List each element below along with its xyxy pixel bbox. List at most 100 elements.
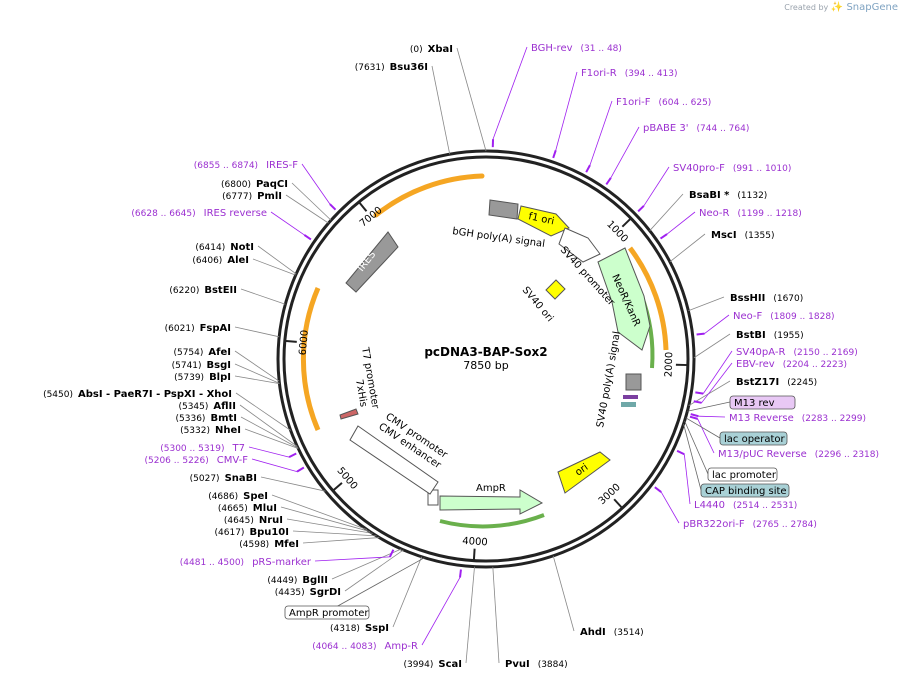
site-position: (2245) xyxy=(787,378,817,388)
site-connector xyxy=(260,476,326,492)
site-label: BssHII(1670) xyxy=(730,293,803,304)
feature-ampr xyxy=(439,489,544,515)
primer-name: Neo-F xyxy=(733,311,763,322)
site-position: (3514) xyxy=(614,628,644,638)
primer-connector xyxy=(698,415,726,418)
primer-label: (5300 .. 5319)T7 xyxy=(160,443,245,454)
site-label: (4449)BglII xyxy=(267,575,328,586)
feature-7xhis xyxy=(339,408,359,420)
primer-range: (6628 .. 6645) xyxy=(131,209,195,219)
primer-name: Neo-R xyxy=(699,208,730,219)
site-name: AbsI - PaeR7I - PspXI - XhoI xyxy=(78,389,232,400)
site-connector xyxy=(693,333,731,359)
feature-sv40-polya xyxy=(625,373,642,391)
site-position: (4645) xyxy=(224,516,254,526)
primer-name: F1ori-F xyxy=(616,97,651,108)
site-name: MscI xyxy=(711,230,737,241)
feature-sv40-promoter xyxy=(558,227,601,263)
site-label: (4645)NruI xyxy=(224,515,283,526)
boxed-feature-box xyxy=(700,483,790,498)
boxed-feature-box xyxy=(719,431,788,446)
primer-label: pBABE 3'(744 .. 764) xyxy=(643,123,749,134)
primer-connector xyxy=(660,491,680,524)
primer-label: SV40pro-F(991 .. 1010) xyxy=(673,163,791,174)
primer-mark xyxy=(585,164,591,173)
site-connector xyxy=(292,530,377,537)
site-connector xyxy=(234,363,280,384)
primer-label: (5206 .. 5226)CMV-F xyxy=(144,455,248,466)
primer-connector xyxy=(666,211,696,235)
primer-connector xyxy=(421,577,461,646)
site-position: (5450) xyxy=(43,390,73,400)
site-name: BlpI xyxy=(209,372,231,383)
primer-range: (4064 .. 4083) xyxy=(312,642,376,652)
boxed-feature-box xyxy=(729,395,796,410)
site-connector xyxy=(291,182,332,221)
tick-label: 4000 xyxy=(462,536,488,549)
site-connector xyxy=(344,549,404,592)
feature-label-7xhis: 7xHis xyxy=(353,379,369,408)
site-layer: (0)XbaI(7631)Bsu36I(6800)PaqCI(6777)PmlI… xyxy=(43,44,817,670)
primer-mark xyxy=(690,413,699,418)
site-position: (5027) xyxy=(190,474,220,484)
primer-label: F1ori-F(604 .. 625) xyxy=(616,97,711,108)
site-connector xyxy=(552,555,575,632)
site-name: ScaI xyxy=(438,659,462,670)
site-label: (5739)BlpI xyxy=(174,372,231,383)
site-connector xyxy=(465,566,475,664)
feature-bgh-polya xyxy=(488,199,519,220)
site-name: BstEII xyxy=(204,285,237,296)
feature-small-1 xyxy=(623,395,638,399)
tick-mark xyxy=(621,217,632,228)
boxed-feature-connector xyxy=(684,420,709,475)
primer-name: pBABE 3' xyxy=(643,123,689,134)
site-label: (5332)NheI xyxy=(180,425,241,436)
primer-mark xyxy=(605,177,612,186)
site-name: SgrDI xyxy=(310,587,341,598)
site-label: (5450) AbsI - PaeR7I - PspXI - XhoI xyxy=(43,389,232,400)
primer-connector xyxy=(251,458,298,473)
tick-mark xyxy=(472,548,476,561)
primer-name: pBR322ori-F xyxy=(683,519,745,530)
primer-connector xyxy=(301,163,331,205)
site-position: (0) xyxy=(410,45,423,55)
primer-label: (4064 .. 4083)Amp-R xyxy=(312,641,418,652)
site-position: (5345) xyxy=(178,402,208,412)
primer-range: (31 .. 48) xyxy=(581,44,622,54)
site-label: (5345)AflII xyxy=(178,401,236,412)
site-position: (3884) xyxy=(538,660,568,670)
site-name: Bsu36I xyxy=(390,62,428,73)
tick-mark xyxy=(358,201,368,212)
site-label: (4435)SgrDI xyxy=(275,587,341,598)
site-position: (4686) xyxy=(208,492,238,502)
feature-label-sv40-polya: SV40 poly(A) signal xyxy=(595,330,623,428)
primer-connector xyxy=(697,418,715,454)
site-label: AhdI(3514) xyxy=(580,627,644,638)
primer-label: F1ori-R(394 .. 413) xyxy=(581,68,678,79)
primer-connector xyxy=(701,362,733,404)
primer-mark xyxy=(552,150,557,159)
site-connector xyxy=(456,47,487,152)
site-name: FspAI xyxy=(200,323,231,334)
primer-range: (6855 .. 6874) xyxy=(194,161,258,171)
site-connector xyxy=(669,233,706,263)
primer-name: IRES-F xyxy=(266,160,298,171)
site-name: Bpu10I xyxy=(249,527,289,538)
primer-name: SV40pA-R xyxy=(736,347,785,358)
primer-range: (2765 .. 2784) xyxy=(753,520,817,530)
site-connector xyxy=(302,537,380,544)
boxed-feature-label: AmpR promoter xyxy=(289,608,369,619)
primer-mark xyxy=(388,549,395,558)
tick-label: 7000 xyxy=(358,205,385,230)
site-label: PvuI(3884) xyxy=(505,659,568,670)
site-label: (5754)AfeI xyxy=(173,347,231,358)
primer-mark xyxy=(296,466,305,473)
primer-mark xyxy=(696,332,705,336)
feature-sv40-ori xyxy=(545,279,566,300)
site-label: (6406)AleI xyxy=(192,255,249,266)
orf-arc-top xyxy=(373,173,485,218)
feature-neor xyxy=(597,247,651,351)
feature-cmv xyxy=(349,425,439,495)
primer-range: (394 .. 413) xyxy=(625,69,678,79)
